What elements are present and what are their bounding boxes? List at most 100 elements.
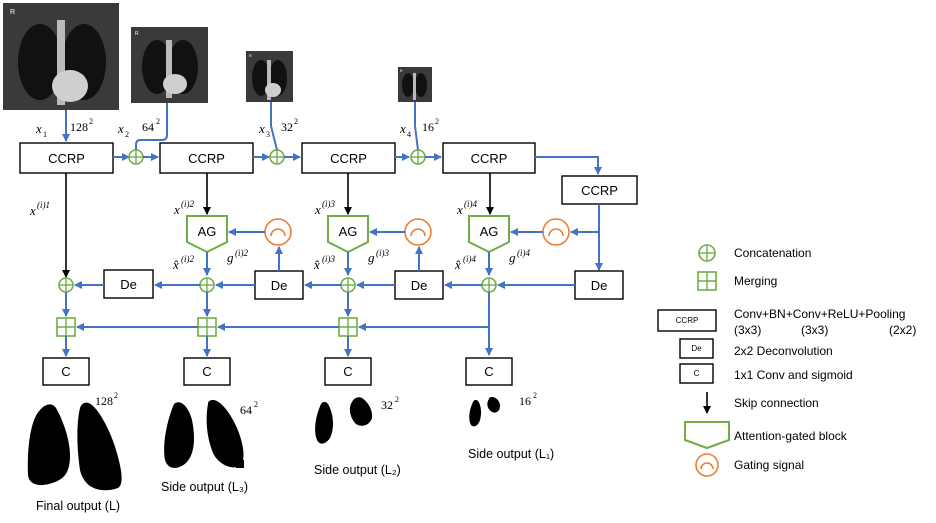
svg-text:Merging: Merging <box>734 274 777 288</box>
svg-text:2: 2 <box>125 130 129 139</box>
svg-text:16: 16 <box>519 394 531 408</box>
svg-text:x: x <box>35 121 42 136</box>
concat-node-bottom-2 <box>199 277 215 293</box>
output-caption-2: Side output (L₃) <box>161 480 248 494</box>
output-caption-1: Final output (L) <box>36 499 120 513</box>
svg-text:(i)4: (i)4 <box>517 248 530 258</box>
concat-node-bottom-1 <box>58 277 74 293</box>
output-caption-3: Side output (L₂) <box>314 463 401 477</box>
legend: Concatenation Merging CCRP Conv+BN+Conv+… <box>657 244 916 477</box>
svg-text:2: 2 <box>89 117 93 126</box>
svg-text:Conv+BN+Conv+ReLU+Pooling: Conv+BN+Conv+ReLU+Pooling <box>734 307 905 321</box>
svg-text:De: De <box>411 278 428 293</box>
svg-text:De: De <box>591 278 608 293</box>
c-block-3: C <box>324 357 372 386</box>
svg-text:x: x <box>29 203 36 218</box>
svg-text:x̂: x̂ <box>313 257 320 272</box>
legend-ccrp: CCRP Conv+BN+Conv+ReLU+Pooling (3x3) (3x… <box>657 307 916 337</box>
input-label-4: x 4 16 2 <box>399 117 439 139</box>
svg-text:2x2 Deconvolution: 2x2 Deconvolution <box>734 344 833 358</box>
concat-node-bottom-4 <box>481 277 497 293</box>
ccrp-block-2: CCRP <box>159 142 254 174</box>
gated-skip-label-2: x̂ (i)3 <box>313 254 335 272</box>
svg-text:2: 2 <box>294 117 298 126</box>
svg-text:2: 2 <box>435 117 439 126</box>
svg-text:(i)2: (i)2 <box>235 248 248 258</box>
legend-merge: Merging <box>697 271 777 291</box>
svg-text:Gating signal: Gating signal <box>734 458 804 472</box>
svg-text:Skip connection: Skip connection <box>734 396 819 410</box>
legend-gate: Gating signal <box>695 453 804 477</box>
input-label-1: x 1 128 2 <box>35 117 93 139</box>
legend-ag: Attention-gated block <box>684 421 848 450</box>
svg-text:32: 32 <box>281 120 293 134</box>
svg-text:2: 2 <box>395 395 399 404</box>
xray-marker-1: R <box>10 9 15 16</box>
skip-label-2: x (i)2 <box>173 199 194 217</box>
ag-block-3: AG <box>468 215 510 254</box>
svg-text:64: 64 <box>240 403 252 417</box>
svg-text:(i)4: (i)4 <box>464 199 477 209</box>
svg-text:(i)3: (i)3 <box>322 199 335 209</box>
svg-text:C: C <box>202 364 211 379</box>
skip-label-4: x (i)4 <box>456 199 477 217</box>
svg-text:De: De <box>271 278 288 293</box>
svg-text:(i)2: (i)2 <box>181 254 194 264</box>
svg-text:2: 2 <box>254 400 258 409</box>
svg-text:x̂: x̂ <box>172 257 179 272</box>
c-block-1: C <box>42 357 90 386</box>
xray-image-3: R <box>246 51 293 102</box>
segmentation-mask-2 <box>164 400 244 468</box>
svg-text:4: 4 <box>407 130 411 139</box>
svg-text:2: 2 <box>533 391 537 400</box>
gating-signal-1: g (i)2 <box>227 218 292 265</box>
svg-text:AG: AG <box>339 224 358 239</box>
skip-label-3: x (i)3 <box>314 199 335 217</box>
output-size-1: 128 2 <box>95 391 118 408</box>
ccrp-block-1: CCRP <box>19 142 114 174</box>
svg-text:Attention-gated block: Attention-gated block <box>734 429 848 443</box>
svg-text:AG: AG <box>198 224 217 239</box>
legend-concat: Concatenation <box>698 244 811 262</box>
segmentation-mask-1 <box>27 402 122 491</box>
svg-text:CCRP: CCRP <box>581 183 618 198</box>
svg-text:x: x <box>258 121 265 136</box>
concat-node-bottom-3 <box>340 277 356 293</box>
xray-image-1: R <box>3 3 119 110</box>
svg-text:(3x3): (3x3) <box>734 323 761 337</box>
de-block-4: De <box>574 270 624 300</box>
svg-text:De: De <box>691 344 702 353</box>
svg-text:3: 3 <box>266 130 270 139</box>
output-caption-4: Side output (L₁) <box>468 447 554 461</box>
svg-text:g: g <box>509 250 516 265</box>
gated-skip-label-1: x̂ (i)2 <box>172 254 194 272</box>
input-label-2: x 2 64 2 <box>117 117 160 139</box>
gating-signal-2: g (i)3 <box>368 218 432 265</box>
svg-text:De: De <box>120 277 137 292</box>
concat-node-top-2 <box>253 125 301 165</box>
svg-text:(i)2: (i)2 <box>181 199 194 209</box>
de-block-3: De <box>394 270 444 300</box>
output-size-2: 64 2 <box>240 400 258 417</box>
svg-text:g: g <box>368 250 375 265</box>
ccrp-block-4: CCRP <box>442 142 536 174</box>
svg-text:16: 16 <box>422 120 434 134</box>
svg-text:C: C <box>61 364 70 379</box>
xray-marker-3: R <box>249 53 252 58</box>
svg-text:C: C <box>343 364 352 379</box>
svg-text:128: 128 <box>95 394 113 408</box>
svg-text:(i)4: (i)4 <box>463 254 476 264</box>
svg-text:x: x <box>456 202 463 217</box>
de-block-1: De <box>103 269 154 299</box>
svg-text:1x1 Conv and sigmoid: 1x1 Conv and sigmoid <box>734 368 853 382</box>
legend-c: C 1x1 Conv and sigmoid <box>679 363 853 384</box>
svg-text:1: 1 <box>43 130 47 139</box>
merge-node-3 <box>338 317 358 337</box>
svg-text:x: x <box>173 202 180 217</box>
svg-text:2: 2 <box>114 391 118 400</box>
output-size-3: 32 2 <box>381 395 399 412</box>
svg-text:Concatenation: Concatenation <box>734 246 811 260</box>
ccrp-block-5: CCRP <box>561 175 638 205</box>
